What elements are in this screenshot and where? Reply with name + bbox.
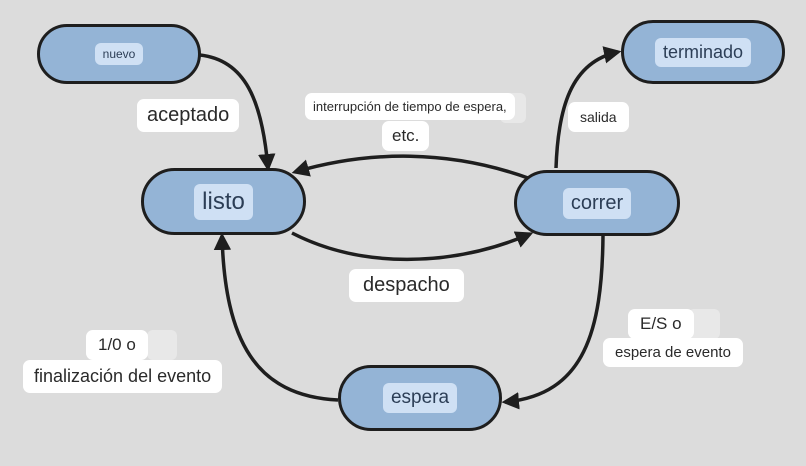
edge-label-salida: salida: [568, 102, 629, 132]
edge-despacho: [291, 231, 534, 262]
node-espera: espera: [338, 365, 502, 431]
edge-label-interrupcion-line2: etc.: [382, 121, 430, 151]
node-espera-label: espera: [382, 383, 458, 413]
edge-label-es-line1: E/S o: [628, 309, 694, 339]
edge-finalizacion: [213, 232, 339, 402]
edge-aceptado: [199, 53, 276, 172]
edge-es-espera: [501, 235, 605, 410]
node-terminado: terminado: [621, 20, 785, 84]
node-correr: correr: [514, 170, 680, 236]
node-listo: listo: [141, 168, 306, 235]
edge-label-io-line1: 1/0 o: [86, 330, 148, 360]
edge-label-io-line2: finalización del evento: [23, 360, 223, 393]
node-nuevo-label: nuevo: [94, 43, 144, 65]
node-nuevo: nuevo: [37, 24, 201, 84]
edge-label-aceptado: aceptado: [137, 99, 240, 132]
edge-label-despacho: despacho: [349, 269, 464, 302]
edge-salida: [554, 46, 622, 169]
edge-interrupcion: [291, 154, 529, 180]
node-listo-label: listo: [194, 183, 253, 220]
node-correr-label: correr: [562, 187, 632, 219]
label-ghost-io: [147, 330, 177, 360]
edge-label-es-line2: espera de evento: [603, 338, 743, 367]
node-terminado-label: terminado: [654, 37, 752, 67]
edge-label-interrupcion-line1: interrupción de tiempo de espera,: [305, 93, 515, 120]
